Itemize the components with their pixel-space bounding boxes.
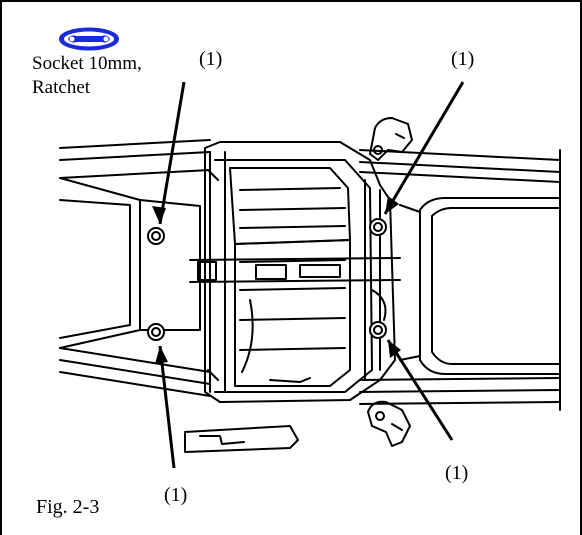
right-cowl bbox=[359, 149, 561, 411]
tool-caption: Socket 10mm, Ratchet bbox=[32, 52, 142, 100]
callout-label: (1) bbox=[451, 48, 475, 70]
callout-label: (1) bbox=[199, 48, 223, 70]
wrench-icon bbox=[59, 27, 119, 51]
arrowheads bbox=[152, 196, 401, 364]
callout-label: (1) bbox=[164, 484, 188, 506]
leader-lines bbox=[158, 81, 465, 469]
bottom-pad bbox=[184, 425, 299, 453]
bolt-right-top bbox=[369, 218, 387, 236]
bolt-left-top bbox=[147, 227, 165, 245]
tool-line-2: Ratchet bbox=[32, 77, 91, 98]
figure-label: Fig. 2-3 bbox=[36, 496, 100, 518]
left-cowl bbox=[59, 139, 211, 397]
latch-bottom bbox=[367, 400, 411, 447]
bolt-right-bottom bbox=[369, 321, 387, 339]
seat-frame bbox=[189, 141, 401, 403]
tool-line-1: Socket 10mm, bbox=[32, 53, 142, 74]
callout-label: (1) bbox=[445, 462, 469, 484]
latch-top bbox=[369, 117, 413, 161]
bolt-left-bottom bbox=[147, 323, 165, 341]
